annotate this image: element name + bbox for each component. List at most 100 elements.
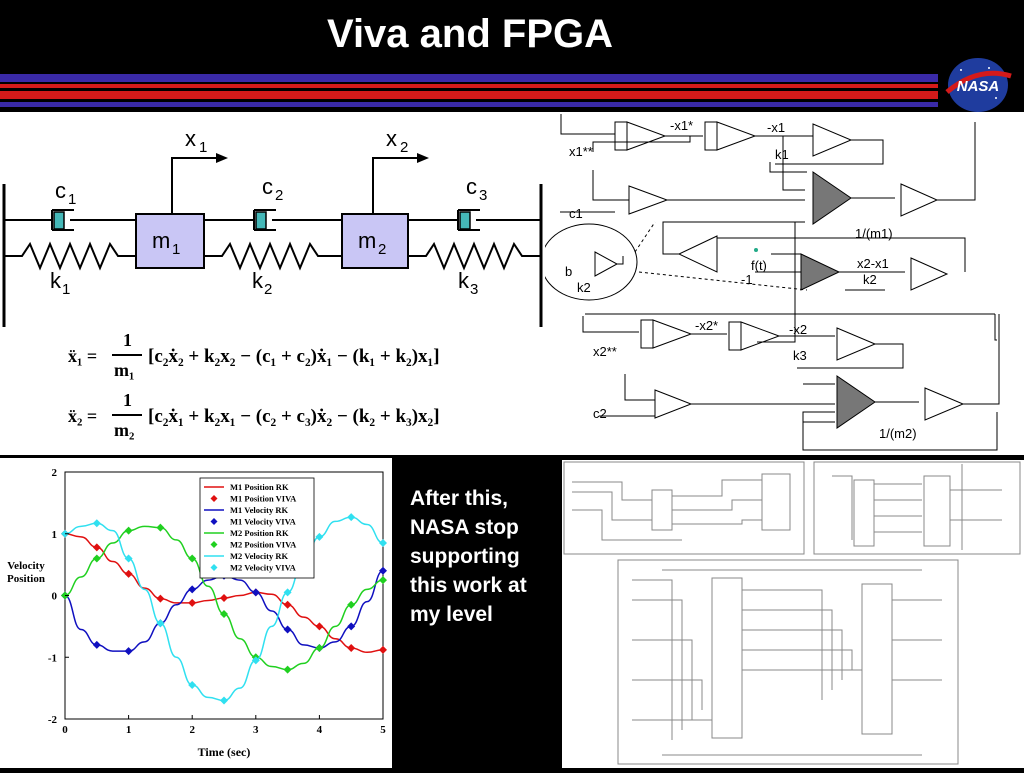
m2-velocity-viva-marker [315,532,324,541]
equation-2-rhs: [c₂ẋ₁ + k₂x₁ − (c₂ + c₃)ẋ₂ − (k₂ + k₃)x₂… [148,406,440,427]
m1-position-viva-marker [220,593,228,602]
viva-block-diagram: -x1* -x1 x1** k1 c1 1/(m1) b k2 f(t) -1 … [540,114,1000,451]
legend-swatch [210,518,218,525]
m2-position-viva-marker [92,554,101,563]
y-tick-label: 0 [52,591,58,603]
nasa-logo-icon: NASA [945,58,1012,112]
svg-text:-x1: -x1 [767,120,785,135]
m2-position-viva-marker [188,554,197,563]
m1-velocity-viva-marker [188,585,197,594]
m2-velocity-viva-marker [156,619,165,628]
m2-position-viva-marker [124,526,133,535]
equation-2-fraction-bar [112,414,142,416]
legend-swatch [210,564,218,571]
equation-1-denominator: m₁ [114,360,135,380]
equation-1-numerator: 1 [123,330,132,350]
svg-text:k2: k2 [577,280,591,295]
svg-text:c1: c1 [569,206,583,221]
label-k3: k [458,268,470,293]
svg-text:x2-x1: x2-x1 [857,256,889,271]
m2-position-viva-marker [379,576,387,585]
legend-label: M2 Velocity VIVA [230,563,297,573]
legend-box [199,477,315,579]
svg-text:3: 3 [479,187,487,204]
svg-text:1/(m2): 1/(m2) [879,426,917,441]
m2-position-viva-marker [156,523,165,532]
svg-text:1: 1 [199,139,207,156]
svg-text:f(t): f(t) [751,258,767,273]
label-c2: c [262,174,273,199]
m1-position-viva-marker [92,543,101,552]
m1-position-viva-marker [315,622,324,631]
m1-position-viva-marker [188,598,197,607]
title-stripe-red-top [0,84,938,88]
m2-velocity-viva-marker [188,681,197,690]
m1-position-viva-marker [347,643,356,652]
svg-text:c2: c2 [593,406,607,421]
x-axis-label: Time (sec) [198,745,251,759]
legend-label: M2 Velocity RK [230,551,288,561]
svg-text:k1: k1 [775,147,789,162]
title-stripe-blue-bottom [0,102,938,107]
x-tick-label: 2 [189,724,195,736]
equation-1-fraction-bar [112,354,142,356]
side-note-line-1: After this, [410,487,509,510]
legend-swatch [210,541,218,548]
legend-label: M1 Position RK [230,482,289,492]
m1-velocity-viva-marker [92,640,101,649]
m1-velocity-viva-marker [283,625,292,634]
block-diagram-panel: -x1* -x1 x1** k1 c1 1/(m1) b k2 f(t) -1 … [540,112,1024,455]
svg-text:NASA: NASA [957,78,1000,95]
x-tick-label: 0 [62,724,68,736]
label-m2: m [358,228,376,253]
legend-label: M1 Position VIVA [230,494,297,504]
m2-velocity-viva-marker [283,588,292,597]
side-note-line-5: my level [410,603,493,626]
mass-2-block [341,213,409,269]
svg-text:b: b [565,264,572,279]
x-tick-label: 1 [126,724,132,736]
svg-text:2: 2 [378,241,386,258]
m2-velocity-viva-marker [92,519,101,528]
svg-text:3: 3 [470,281,478,298]
svg-text:1: 1 [172,241,180,258]
m2-position-viva-marker [220,610,228,619]
block-diagram-labels: -x1* -x1 x1** k1 c1 1/(m1) b k2 f(t) -1 … [565,118,917,441]
fpga-schematic-panel [562,460,1024,768]
svg-text:1: 1 [68,191,76,208]
svg-text:-x2*: -x2* [695,318,718,333]
legend-label: M1 Velocity VIVA [230,517,297,527]
y-tick-label: -1 [48,652,57,664]
svg-text:1/(m1): 1/(m1) [855,226,893,241]
title-stripe-blue-top [0,74,938,82]
label-k1: k [50,268,62,293]
fpga-schematic-image [563,461,1021,765]
svg-text:k3: k3 [793,348,807,363]
m2-velocity-viva-marker [124,554,133,563]
legend-label: M2 Position RK [230,528,289,538]
label-x1: x [185,126,196,151]
svg-text:k2: k2 [863,272,877,287]
y-tick-label: 2 [52,467,58,479]
label-x2: x [386,126,397,151]
side-note: After this, NASA stop supporting this wo… [410,484,560,629]
svg-text:x1**: x1** [569,144,593,159]
svg-text:-x1*: -x1* [670,118,693,133]
side-note-line-3: supporting [410,545,520,568]
x-tick-label: 4 [317,724,323,736]
equation-2-denominator: m₂ [114,420,135,440]
y-tick-label: -2 [48,714,58,726]
m2-velocity-viva-marker [251,656,260,665]
m2-position-viva-marker [283,665,292,674]
equation-2-lhs: ẍ₂ = [68,406,98,426]
m2-position-viva-marker [347,600,356,609]
svg-text:2: 2 [275,187,283,204]
slide-title: Viva and FPGA [326,12,613,56]
m2-velocity-viva-marker [220,696,228,705]
m1-velocity-viva-marker [124,647,133,656]
mass-1-block [135,213,205,269]
